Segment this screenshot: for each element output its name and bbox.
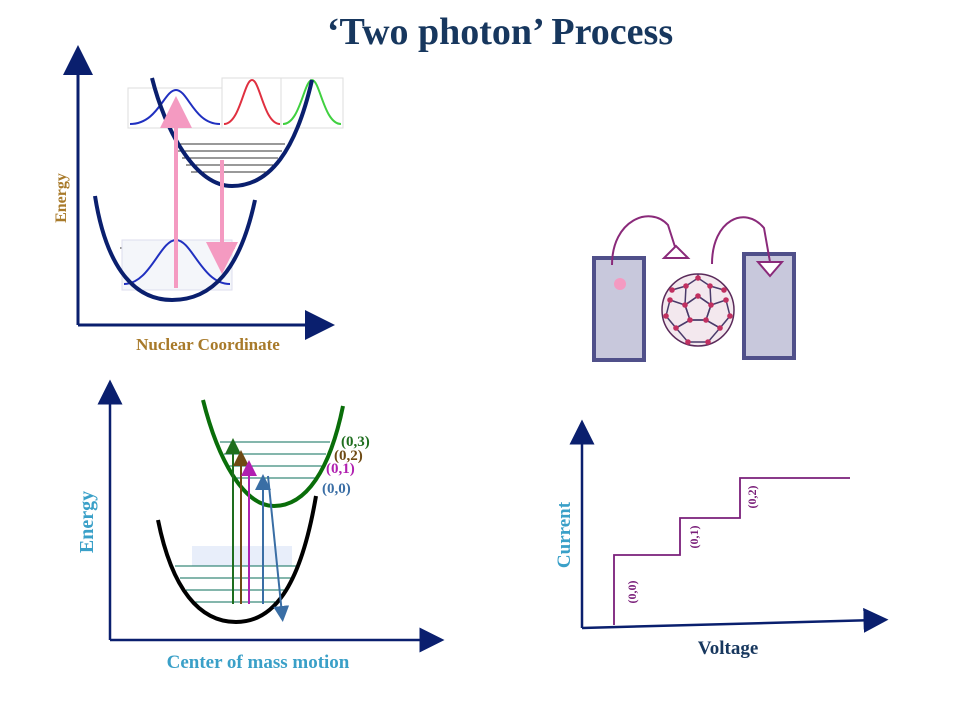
upper-vibrational-levels	[175, 143, 285, 173]
center-of-mass-diagram: (0,3) (0,2) (0,1) (0,0) Energy Center of…	[76, 379, 445, 673]
level-label-02: (0,2)	[334, 448, 363, 464]
right-electrode	[742, 252, 796, 360]
bottom-y-axis-label: Energy	[76, 491, 98, 553]
iv-staircase-plot: (0,0) (0,1) (0,2) Current Voltage	[554, 419, 889, 659]
relaxation-arrow	[267, 475, 290, 622]
electron-dot	[614, 278, 626, 290]
step-label-02: (0,2)	[745, 486, 759, 509]
level-label-00: (0,0)	[322, 481, 351, 497]
upper-trap-levels	[220, 441, 330, 479]
left-electrode	[592, 256, 646, 362]
franck-condon-diagram: Energy Nuclear Coordinate	[53, 45, 344, 354]
upper-trap-curve	[201, 399, 345, 509]
x-axis	[581, 607, 889, 633]
hop-arrow-out	[711, 216, 771, 265]
voltage-axis-label: Voltage	[698, 638, 759, 659]
level-label-01: (0,1)	[326, 461, 355, 477]
lower-trap-levels	[175, 565, 296, 603]
level-label-03: (0,3)	[341, 434, 370, 450]
excited-wavepacket-red	[223, 78, 281, 125]
bottom-x-axis-label: Center of mass motion	[167, 652, 350, 673]
junction-illustration	[592, 215, 796, 362]
step-label-01: (0,1)	[687, 526, 701, 549]
top-y-axis-label: Energy	[53, 173, 70, 223]
lower-trap-curve	[156, 495, 318, 625]
hop-arrow-in	[611, 215, 677, 266]
page-title: ‘Two photon’ Process	[326, 11, 674, 53]
excited-wavepacket-blue	[129, 88, 221, 125]
top-x-axis-label: Nuclear Coordinate	[136, 335, 280, 354]
step-label-00: (0,0)	[625, 581, 639, 604]
current-step-line	[613, 477, 850, 625]
c60-molecule-icon	[661, 273, 735, 347]
current-axis-label: Current	[554, 501, 575, 568]
